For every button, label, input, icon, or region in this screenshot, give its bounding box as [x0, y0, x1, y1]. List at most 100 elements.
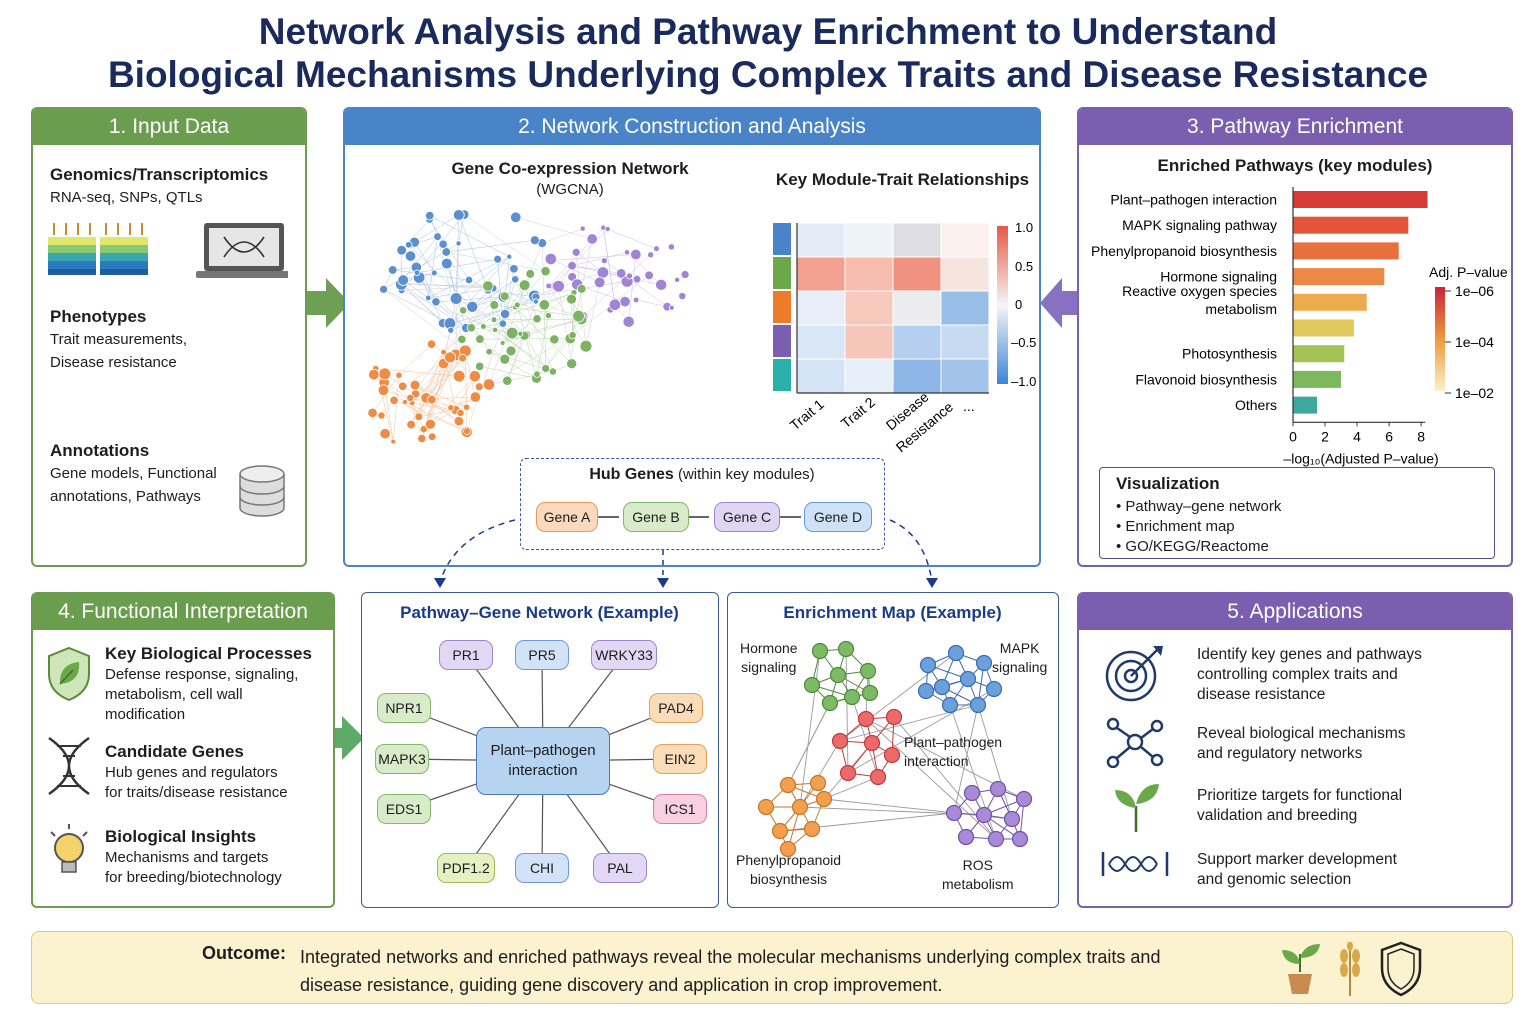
- network-node: [529, 235, 540, 246]
- heatmap-cell: [892, 324, 942, 360]
- category-label: Phenylpropanoid biosynthesis: [1091, 243, 1277, 259]
- network-node: [462, 403, 471, 411]
- outcome-text: Integrated networks and enriched pathway…: [300, 947, 1161, 995]
- map-node: [933, 678, 951, 696]
- network-node: [463, 427, 471, 436]
- map-node: [987, 830, 1005, 848]
- network-node: [441, 257, 453, 270]
- arrow-right-icon: [320, 716, 364, 760]
- database-icon: [239, 465, 285, 517]
- network-node: [566, 293, 577, 305]
- gene-node: PAL: [593, 853, 647, 883]
- applications-panel: 5. Applications Identify key genes and p…: [1077, 592, 1513, 908]
- network-node: [540, 266, 551, 277]
- category-label: Photosynthesis: [1182, 346, 1277, 362]
- network-node: [492, 326, 499, 333]
- network-node: [456, 408, 465, 418]
- network-node: [532, 314, 542, 324]
- x-axis-label: –log₁₀(Adjusted P–value): [1283, 450, 1438, 466]
- hub-gene-arrows: [434, 519, 938, 588]
- gene-node: PDF1.2: [437, 853, 495, 883]
- network-node: [623, 249, 631, 256]
- genomics-text: RNA-seq, SNPs, QTLs: [50, 189, 203, 206]
- network-node: [440, 348, 448, 356]
- category-label: MAPK signaling pathway: [1122, 217, 1277, 233]
- heatmap-cell: [892, 358, 942, 394]
- network-node: [655, 278, 668, 291]
- list-item: • Pathway–gene network: [1116, 498, 1282, 515]
- network-node: [466, 323, 476, 333]
- network-node: [474, 382, 484, 392]
- network-node: [438, 239, 448, 249]
- network-node: [644, 270, 654, 281]
- heatmap-cell: [844, 358, 894, 394]
- network-node: [397, 381, 408, 391]
- seedling-icon: [1115, 784, 1159, 832]
- heatmap-xlabel: ...: [963, 398, 975, 414]
- map-node: [869, 768, 887, 786]
- network-node: [480, 323, 487, 330]
- map-node: [941, 696, 959, 714]
- map-node: [917, 682, 935, 700]
- arrow-right-icon: [300, 278, 350, 328]
- network-node: [544, 252, 557, 266]
- network-node: [378, 367, 392, 381]
- network-node: [678, 292, 687, 301]
- title-line-1: Network Analysis and Pathway Enrichment …: [258, 11, 1278, 52]
- network-node: [417, 433, 427, 444]
- hub-genes-subtitle: (within key modules): [677, 466, 815, 483]
- heatmap-cell: [844, 324, 894, 360]
- insights-line: Mechanisms and targets: [105, 849, 269, 866]
- map-node: [883, 746, 901, 764]
- map-node: [821, 694, 839, 712]
- network-node: [579, 339, 593, 353]
- module-color-swatch: [773, 359, 791, 391]
- network-node: [586, 233, 598, 245]
- candidate-line: for traits/disease resistance: [105, 784, 288, 801]
- outcome-label: Outcome:: [202, 943, 287, 963]
- map-node: [945, 804, 963, 822]
- gene-node: PAD4: [649, 693, 703, 723]
- network-node: [506, 253, 513, 260]
- functional-interpretation-panel: 4. Functional Interpretation Key Biologi…: [31, 592, 335, 908]
- map-node: [947, 644, 965, 662]
- bar: [1293, 191, 1428, 208]
- biological-insights-title: Biological Insights: [105, 827, 257, 846]
- network-node: [387, 265, 398, 275]
- network-node: [453, 415, 465, 427]
- legend-tick: 1e–02: [1455, 385, 1494, 401]
- network-node: [525, 269, 536, 279]
- network-node: [630, 248, 642, 261]
- module-color-swatch: [773, 291, 791, 323]
- genomics-data-icon: [48, 222, 288, 278]
- network-node: [604, 225, 611, 233]
- category-label: Hormone signaling: [1160, 269, 1277, 285]
- heatmap-title: Key Module-Trait Relationships: [775, 170, 1030, 189]
- pathway-gene-network-title: Pathway–Gene Network (Example): [400, 603, 679, 622]
- kbp-line: metabolism, cell wall: [105, 686, 243, 703]
- network-node: [579, 225, 586, 232]
- network-node: [431, 297, 441, 307]
- genomics-title: Genomics/Transcriptomics: [50, 165, 269, 184]
- network-node: [377, 411, 386, 420]
- x-tick-label: 0: [1289, 428, 1297, 444]
- coexpression-network-title: Gene Co-expression Network: [451, 159, 689, 178]
- map-node: [863, 734, 881, 752]
- legend-title: Adj. P–value: [1429, 264, 1508, 280]
- network-node: [464, 275, 474, 285]
- network-node: [409, 379, 421, 391]
- network-node: [500, 308, 511, 320]
- category-label: Others: [1235, 397, 1277, 413]
- network-node: [444, 351, 457, 364]
- network-node: [489, 300, 500, 310]
- map-node: [963, 784, 981, 802]
- network-node: [626, 272, 633, 280]
- network-node: [447, 326, 455, 334]
- network-node: [441, 247, 452, 257]
